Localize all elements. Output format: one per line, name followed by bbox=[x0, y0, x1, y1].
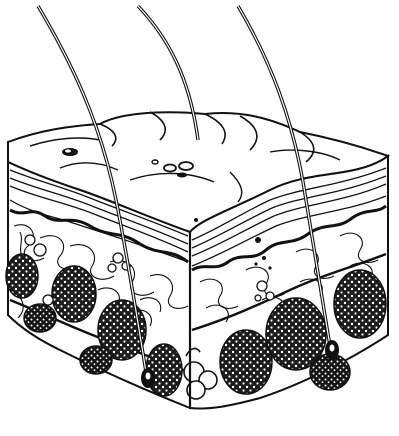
skin-cross-section-illustration bbox=[0, 0, 399, 436]
skin-block-drawing bbox=[0, 0, 399, 436]
